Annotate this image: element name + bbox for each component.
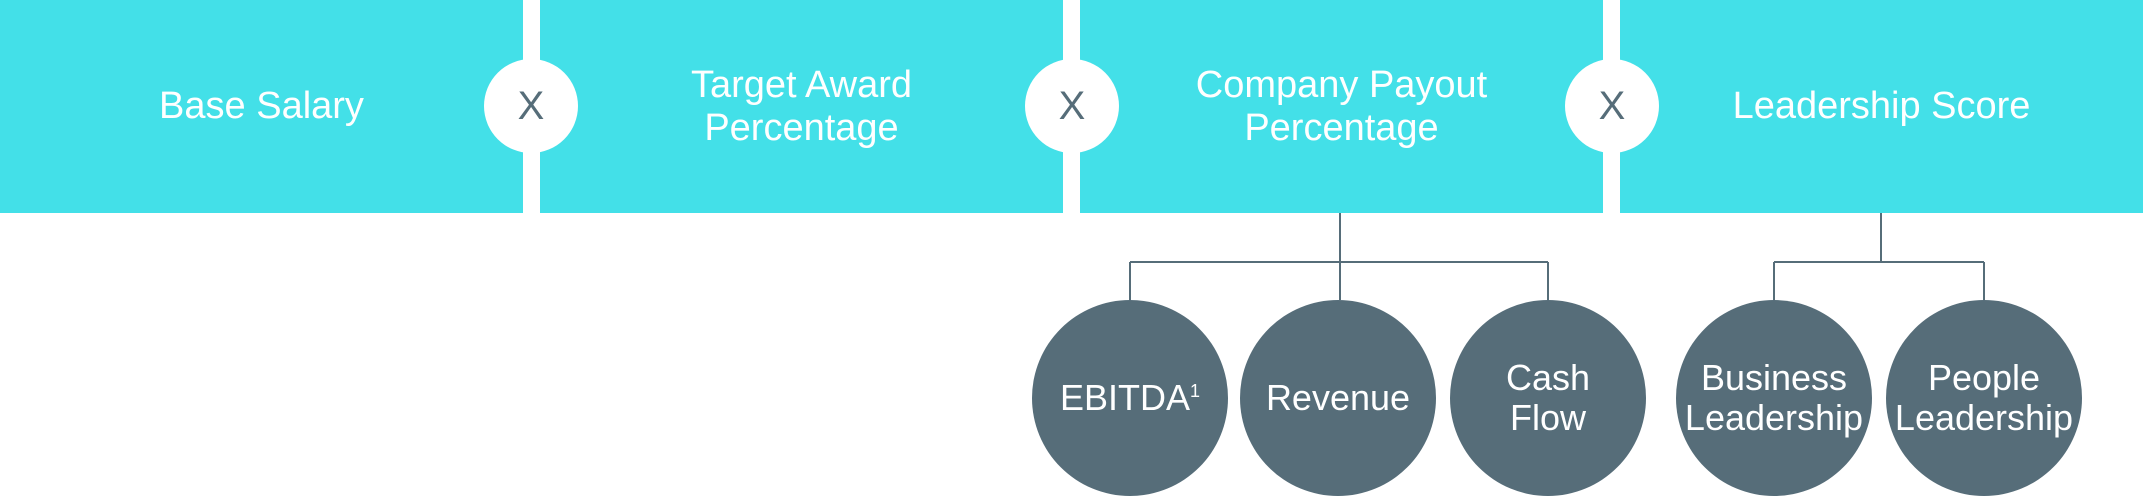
metric-label: Cash Flow <box>1505 357 1591 438</box>
factor-base-salary: Base Salary <box>0 0 523 213</box>
factor-label: Company Payout Percentage <box>1195 63 1488 149</box>
multiply-symbol: X <box>1598 83 1626 128</box>
footnote-marker: 1 <box>1190 381 1201 401</box>
factor-company-payout-percentage: Company Payout Percentage <box>1080 0 1603 213</box>
multiply-symbol: X <box>1058 83 1086 128</box>
factor-label: Leadership Score <box>1732 85 2031 127</box>
metric-revenue: Revenue <box>1240 300 1436 496</box>
metric-label: EBITDA1 <box>1060 378 1200 418</box>
metric-people-leadership: People Leadership <box>1886 300 2082 496</box>
multiply-operator: X <box>484 59 578 153</box>
metric-label: Revenue <box>1265 377 1411 418</box>
factor-label: Target Award Percentage <box>690 63 913 149</box>
metric-label-text: EBITDA <box>1059 377 1190 418</box>
metric-label: People Leadership <box>1894 357 2074 438</box>
metric-label: Business Leadership <box>1684 357 1864 438</box>
factor-target-award-percentage: Target Award Percentage <box>540 0 1063 213</box>
multiply-operator: X <box>1565 59 1659 153</box>
metric-cash-flow: Cash Flow <box>1450 300 1646 496</box>
multiply-symbol: X <box>517 83 545 128</box>
metric-ebitda: EBITDA1 <box>1032 300 1228 496</box>
factor-label: Base Salary <box>159 85 364 127</box>
multiply-operator: X <box>1025 59 1119 153</box>
metric-business-leadership: Business Leadership <box>1676 300 1872 496</box>
factor-leadership-score: Leadership Score <box>1620 0 2143 213</box>
